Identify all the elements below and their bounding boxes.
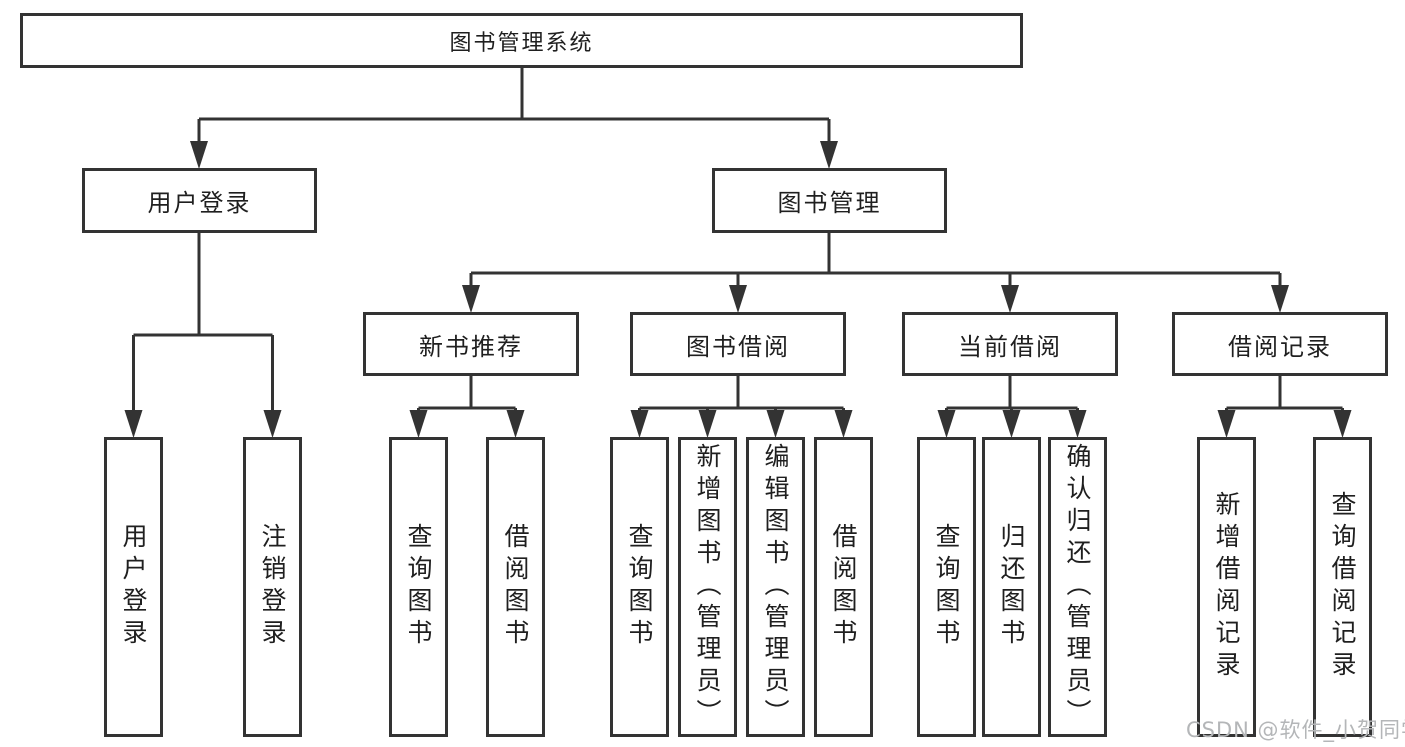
leaf-query-books-recommend: 查询图书: [389, 437, 448, 737]
leaf-add-book-admin: 新增图书（管理员）: [678, 437, 737, 737]
leaf-confirm-return-admin: 确认归还（管理员）: [1048, 437, 1107, 737]
node-borrow-records: 借阅记录: [1172, 312, 1388, 376]
leaf-query-books-borrowing: 查询图书: [610, 437, 669, 737]
node-current-borrowing: 当前借阅: [902, 312, 1118, 376]
node-book-management: 图书管理: [712, 168, 947, 233]
node-user-login: 用户登录: [82, 168, 317, 233]
connector-book-management-to-level3: [462, 233, 1289, 313]
connector-current-borrowing-to-leaves: [937, 376, 1087, 438]
leaf-logout: 注销登录: [243, 437, 302, 737]
node-new-book-recommend: 新书推荐: [363, 312, 579, 376]
leaf-user-login: 用户登录: [104, 437, 163, 737]
connector-book-borrowing-to-leaves: [630, 376, 853, 438]
leaf-borrow-books-borrowing: 借阅图书: [814, 437, 873, 737]
leaf-borrow-books-recommend: 借阅图书: [486, 437, 545, 737]
leaf-return-books: 归还图书: [982, 437, 1041, 737]
leaf-add-borrow-record: 新增借阅记录: [1197, 437, 1256, 737]
node-book-borrowing: 图书借阅: [630, 312, 846, 376]
node-library-management-system: 图书管理系统: [20, 13, 1023, 68]
connector-user-login-to-leaves: [124, 233, 282, 438]
connector-borrow-records-to-leaves: [1217, 376, 1352, 438]
leaf-edit-book-admin: 编辑图书（管理员）: [746, 437, 805, 737]
connector-root-to-level2: [190, 68, 838, 169]
connector-new-book-recommend-to-leaves: [409, 376, 525, 438]
leaf-query-borrow-record: 查询借阅记录: [1313, 437, 1372, 737]
leaf-query-books-current: 查询图书: [917, 437, 976, 737]
csdn-watermark: CSDN @软件_小贺同学: [1186, 718, 1405, 742]
